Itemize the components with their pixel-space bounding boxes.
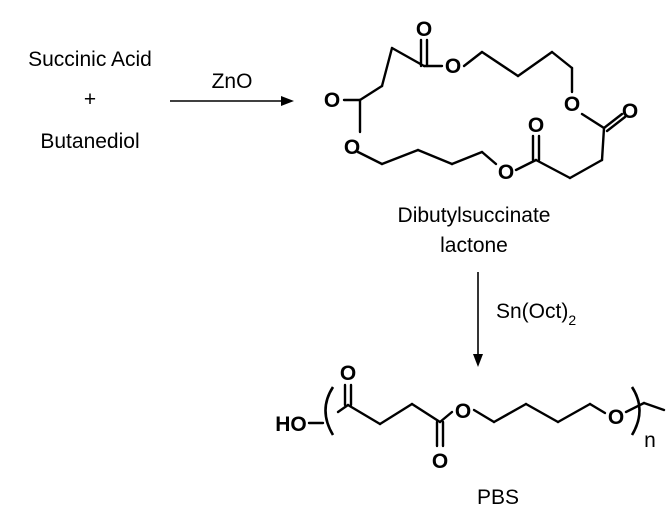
lactone-carbonyl-oxygen-top: O — [416, 18, 432, 41]
product-name-pbs: PBS — [477, 486, 519, 509]
cyclic-lactone-structure — [342, 38, 627, 180]
pbs-carbonyl-oxygen-bottom: O — [432, 450, 448, 473]
reagent-sn-oct-text: Sn(Oct) — [496, 300, 568, 323]
pbs-end-group-ho: HO — [275, 413, 307, 436]
lactone-ester-oxygen-right: O — [564, 93, 580, 116]
intermediate-name-line-2: lactone — [440, 234, 508, 257]
lactone-carbonyl-oxygen-left: O — [324, 89, 340, 112]
lactone-carbonyl-oxygen-right: O — [528, 114, 544, 137]
pbs-ester-oxygen-left: O — [455, 400, 471, 423]
reagent-zno: ZnO — [212, 70, 253, 93]
lactone-ester-oxygen-left: O — [344, 136, 360, 159]
pbs-structure — [307, 383, 666, 448]
lactone-ester-oxygen-bottom: O — [498, 161, 514, 184]
pbs-carbonyl-oxygen-top: O — [340, 362, 356, 385]
reagent-subscript: 2 — [568, 312, 576, 328]
reactant-succinic-acid: Succinic Acid — [28, 48, 152, 71]
intermediate-name-line-1: Dibutylsuccinate — [398, 204, 551, 227]
lactone-ester-oxygen-top: O — [445, 55, 461, 78]
reaction-arrow-2 — [473, 272, 483, 367]
lactone-carbonyl-oxygen-far-right: O — [622, 100, 638, 123]
pbs-ester-oxygen-right: O — [608, 406, 624, 429]
cyclic-lactone-oxygens: O O O O O O O O — [324, 18, 638, 184]
pbs-atom-labels: HO O O O O n — [275, 362, 656, 473]
plus-sign: + — [84, 88, 96, 111]
reagent-sn-oct2: Sn(Oct)2 — [496, 300, 576, 328]
reactant-butanediol: Butanediol — [40, 130, 139, 153]
reaction-arrow-1 — [170, 96, 294, 106]
pbs-repeat-subscript-n: n — [644, 429, 656, 452]
